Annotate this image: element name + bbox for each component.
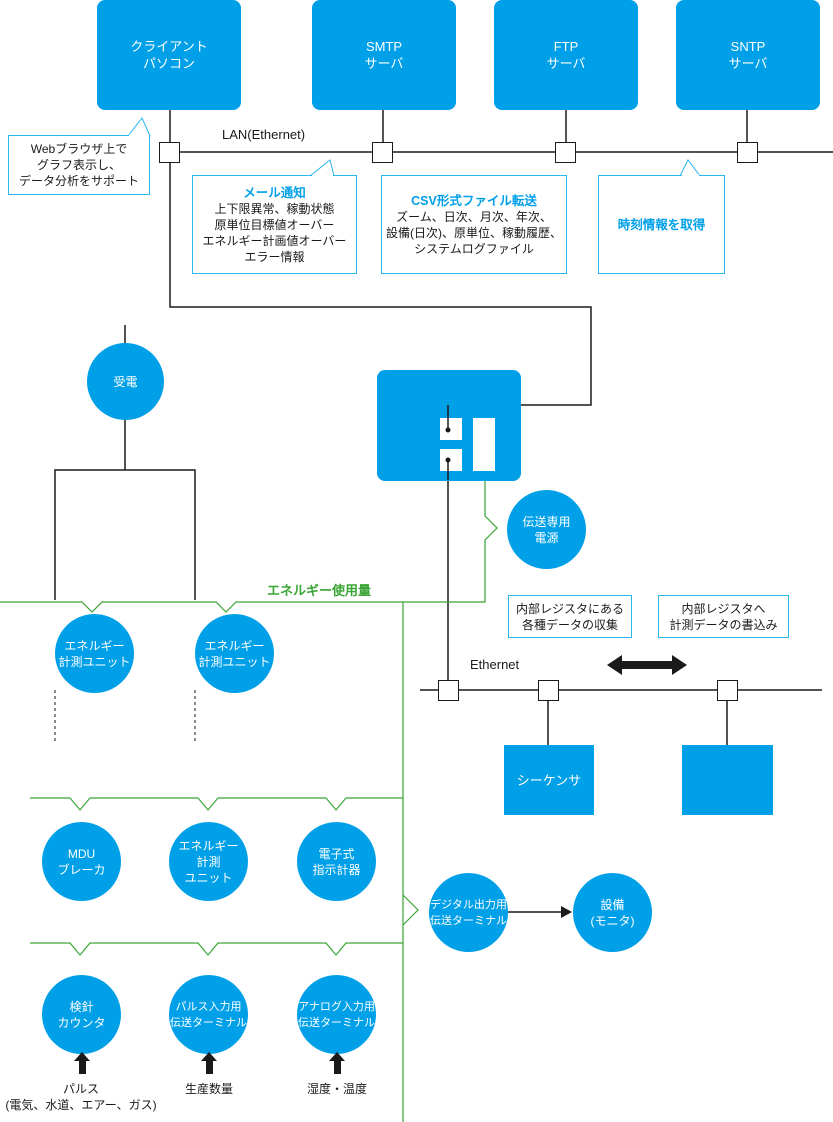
csv-transfer-title: CSV形式ファイル転送 bbox=[411, 193, 537, 208]
digital-output-line1: デジタル出力用 bbox=[430, 898, 507, 911]
electronic-meter-line1: 電子式 bbox=[318, 846, 355, 861]
data-write-line2: 計測データの書込み bbox=[669, 617, 778, 632]
data-collection-callout: 内部レジスタにある 各種データの収集 bbox=[508, 595, 632, 638]
ftp-server-node[interactable]: FTP サーバ bbox=[494, 0, 638, 110]
transmission-power-node[interactable]: 伝送専用 電源 bbox=[507, 490, 586, 569]
lan-port-ftp bbox=[555, 142, 576, 163]
client-pc-node[interactable]: クライアント パソコン bbox=[97, 0, 241, 110]
mdu-breaker-node[interactable]: MDU ブレーカ bbox=[42, 822, 121, 901]
controller-upper-port bbox=[440, 418, 462, 440]
lan-port-smtp bbox=[372, 142, 393, 163]
csv-transfer-line3: システムログファイル bbox=[414, 241, 534, 256]
sntp-server-label-line1: SNTP bbox=[730, 39, 766, 54]
power-receiving-node[interactable]: 受電 bbox=[87, 343, 164, 420]
data-write-line1: 内部レジスタへ bbox=[681, 601, 766, 616]
energy-unit-3-line1: エネルギー bbox=[178, 838, 239, 853]
energy-unit-1-line2: 計測ユニット bbox=[58, 654, 131, 669]
ftp-server-label-line1: FTP bbox=[553, 39, 579, 54]
mail-notification-line3: エネルギー計画値オーバー bbox=[202, 233, 347, 248]
networked-device-node[interactable] bbox=[682, 745, 773, 815]
browser-callout-line2: グラフ表示し、 bbox=[36, 158, 121, 172]
pulse-input-label-line2: (電気、水道、エアー、ガス) bbox=[5, 1098, 157, 1112]
data-collection-line2: 各種データの収集 bbox=[521, 617, 618, 632]
lan-port-client bbox=[159, 142, 180, 163]
controller-slot bbox=[473, 418, 495, 471]
mdu-breaker-line2: ブレーカ bbox=[57, 862, 106, 877]
browser-callout-line1: Webブラウザ上で bbox=[30, 142, 128, 156]
energy-measurement-unit-3[interactable]: エネルギー 計測 ユニット bbox=[169, 822, 248, 901]
browser-callout: Webブラウザ上で グラフ表示し、 データ分析をサポート bbox=[8, 135, 150, 195]
pulse-input-label: パルス (電気、水道、エアー、ガス) bbox=[0, 1081, 162, 1113]
ethernet-port-device bbox=[717, 680, 738, 701]
mail-notification-line1: 上下限異常、稼動状態 bbox=[214, 201, 335, 216]
ftp-server-label-line2: サーバ bbox=[546, 56, 586, 71]
sntp-server-node[interactable]: SNTP サーバ bbox=[676, 0, 820, 110]
power-receiving-label: 受電 bbox=[113, 374, 138, 389]
client-pc-label-line1: クライアント bbox=[130, 39, 208, 54]
controller-lower-port bbox=[440, 449, 462, 471]
mail-notification-callout: メール通知 上下限異常、稼動状態 原単位目標値オーバー エネルギー計画値オーバー… bbox=[192, 175, 357, 274]
energy-measurement-unit-1[interactable]: エネルギー 計測ユニット bbox=[55, 614, 134, 693]
analog-input-line2: 伝送ターミナル bbox=[298, 1016, 375, 1029]
production-quantity-label: 生産数量 bbox=[184, 1082, 233, 1096]
energy-unit-3-line3: ユニット bbox=[184, 870, 233, 885]
pulse-input-arrow-icon bbox=[74, 1052, 90, 1074]
lan-label: LAN(Ethernet) bbox=[222, 127, 306, 142]
ethernet-port-sequencer bbox=[538, 680, 559, 701]
csv-transfer-line2: 設備(日次)、原単位、稼動履歴、 bbox=[386, 225, 562, 240]
meter-counter-line1: 検針 bbox=[69, 999, 94, 1014]
client-pc-label-line2: パソコン bbox=[142, 56, 195, 71]
electronic-meter-line2: 指示計器 bbox=[312, 862, 361, 877]
production-input-arrow-icon bbox=[201, 1052, 217, 1074]
mail-notification-title: メール通知 bbox=[243, 185, 306, 200]
mdu-breaker-line1: MDU bbox=[67, 846, 96, 861]
energy-unit-2-line1: エネルギー bbox=[204, 638, 265, 653]
transmission-power-line1: 伝送専用 bbox=[522, 514, 571, 529]
energy-unit-3-line2: 計測 bbox=[196, 854, 221, 869]
data-write-callout: 内部レジスタへ 計測データの書込み bbox=[658, 595, 789, 638]
lan-port-sntp bbox=[737, 142, 758, 163]
smtp-server-node[interactable]: SMTP サーバ bbox=[312, 0, 456, 110]
equipment-monitor-line2: (モニタ) bbox=[590, 913, 635, 928]
electronic-meter-node[interactable]: 電子式 指示計器 bbox=[297, 822, 376, 901]
time-info-callout: 時刻情報を取得 bbox=[598, 175, 725, 274]
csv-transfer-line1: ズーム、日次、月次、年次、 bbox=[396, 209, 552, 224]
energy-usage-label: エネルギー使用量 bbox=[267, 583, 372, 598]
pulse-input-label-line1: パルス bbox=[62, 1082, 99, 1096]
energy-unit-2-line2: 計測ユニット bbox=[198, 654, 271, 669]
smtp-server-label-line1: SMTP bbox=[365, 39, 403, 54]
smtp-server-label-line2: サーバ bbox=[364, 56, 404, 71]
pulse-input-line1: パルス入力用 bbox=[175, 1000, 242, 1013]
equipment-monitor-node[interactable]: 設備 (モニタ) bbox=[573, 873, 652, 952]
meter-counter-node[interactable]: 検針 カウンタ bbox=[42, 975, 121, 1054]
pulse-input-line2: 伝送ターミナル bbox=[170, 1016, 247, 1029]
time-info-title: 時刻情報を取得 bbox=[617, 217, 706, 232]
ethernet-port-controller bbox=[438, 680, 459, 701]
meter-counter-line2: カウンタ bbox=[57, 1015, 106, 1030]
energy-unit-1-line1: エネルギー bbox=[64, 638, 125, 653]
humidity-temp-input-arrow-icon bbox=[329, 1052, 345, 1074]
browser-callout-line3: データ分析をサポート bbox=[18, 174, 139, 188]
digital-output-line2: 伝送ターミナル bbox=[430, 914, 507, 927]
transmission-power-line2: 電源 bbox=[534, 530, 559, 545]
csv-transfer-callout: CSV形式ファイル転送 ズーム、日次、月次、年次、 設備(日次)、原単位、稼動履… bbox=[381, 175, 567, 274]
digital-output-terminal-node[interactable]: デジタル出力用 伝送ターミナル bbox=[429, 873, 508, 952]
sequencer-label: シーケンサ bbox=[516, 772, 582, 788]
mail-notification-line4: エラー情報 bbox=[244, 249, 305, 264]
sntp-server-label-line2: サーバ bbox=[728, 56, 768, 71]
humidity-temperature-label: 湿度・温度 bbox=[306, 1082, 367, 1096]
data-collection-line1: 内部レジスタにある bbox=[515, 601, 624, 616]
analog-input-terminal-node[interactable]: アナログ入力用 伝送ターミナル bbox=[297, 975, 376, 1054]
mail-notification-line2: 原単位目標値オーバー bbox=[214, 217, 335, 232]
sequencer-node[interactable]: シーケンサ bbox=[504, 745, 594, 815]
pulse-input-terminal-node[interactable]: パルス入力用 伝送ターミナル bbox=[169, 975, 248, 1054]
equipment-monitor-line1: 設備 bbox=[600, 897, 625, 912]
ethernet-label: Ethernet bbox=[470, 657, 520, 672]
analog-input-line1: アナログ入力用 bbox=[298, 1000, 375, 1013]
energy-measurement-unit-2[interactable]: エネルギー 計測ユニット bbox=[195, 614, 274, 693]
